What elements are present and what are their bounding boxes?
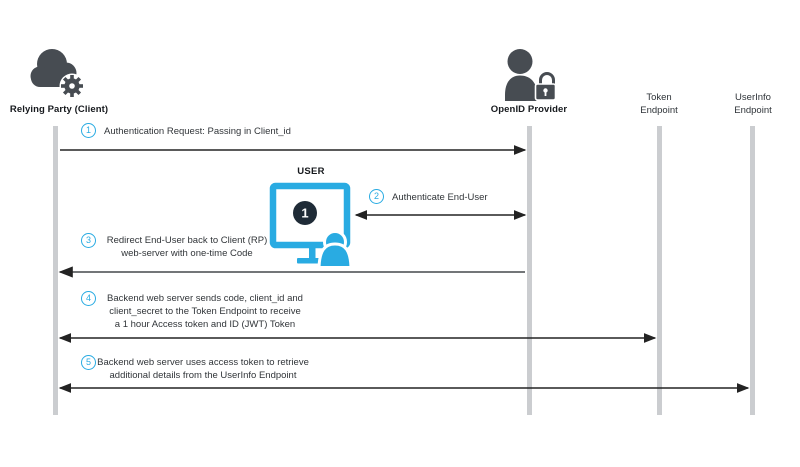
step-4-text: Backend web server sends code, client_id…: [96, 292, 314, 331]
step-4-text-line1: Backend web server sends code, client_id…: [107, 293, 303, 304]
actor-label-relying-party: Relying Party (Client): [9, 104, 109, 115]
lifeline-relying-party: [53, 126, 58, 415]
user-label: USER: [297, 166, 325, 177]
step-3-text-line1: Redirect End-User back to Client (RP): [106, 235, 268, 246]
user-person-glyph: [317, 230, 352, 266]
step-4-number: 4: [81, 291, 96, 306]
person-lock-icon: [505, 49, 557, 101]
monitor-badge-number: 1: [301, 206, 308, 221]
step-2-number: 2: [369, 189, 384, 204]
token-endpoint-line2: Endpoint: [640, 105, 678, 116]
step-2-text: Authenticate End-User: [392, 192, 488, 203]
actor-label-openid-provider: OpenID Provider: [490, 104, 568, 115]
lifeline-userinfo-endpoint: [750, 126, 755, 415]
lifeline-openid-provider: [527, 126, 532, 415]
step-5-text-line1: Backend web server uses access token to …: [97, 357, 309, 368]
step-5-text-line2: additional details from the UserInfo End…: [109, 370, 297, 381]
token-endpoint-line1: Token: [646, 92, 672, 103]
step-4-text-line2: client_secret to the Token Endpoint to r…: [109, 306, 301, 317]
monitor-person-icon: 1: [269, 182, 352, 266]
userinfo-endpoint-line1: UserInfo: [735, 92, 771, 103]
step-1-number: 1: [81, 123, 96, 138]
actor-label-token-endpoint: Token Endpoint: [624, 91, 694, 117]
lifeline-token-endpoint: [657, 126, 662, 415]
monitor-stand: [309, 242, 316, 258]
cloud-gear-icon: [30, 49, 85, 99]
userinfo-endpoint-line2: Endpoint: [734, 105, 772, 116]
step-3-text: Redirect End-User back to Client (RP) we…: [99, 234, 275, 260]
step-5-number: 5: [81, 355, 96, 370]
step-1-text: Authentication Request: Passing in Clien…: [104, 126, 291, 137]
monitor-badge-circle: [293, 201, 317, 225]
step-4-text-line3: a 1 hour Access token and ID (JWT) Token: [114, 319, 296, 330]
step-3-text-line2: web-server with one-time Code: [121, 248, 253, 259]
actor-label-userinfo-endpoint: UserInfo Endpoint: [718, 91, 788, 117]
step-3-number: 3: [81, 233, 96, 248]
step-5-text: Backend web server uses access token to …: [95, 356, 311, 382]
